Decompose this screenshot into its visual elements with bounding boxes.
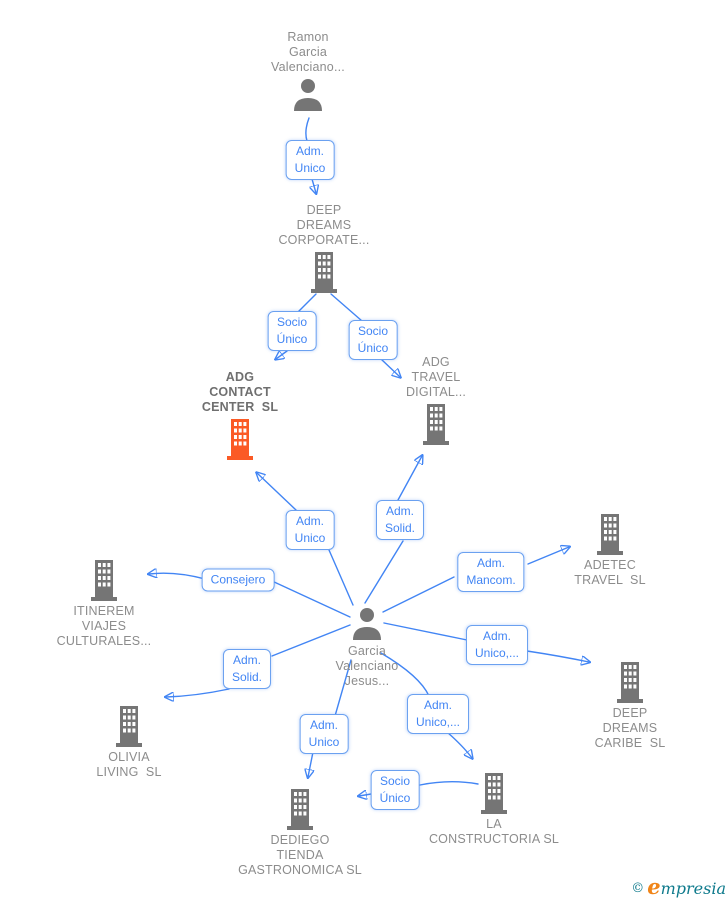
edge-admunico5-to-laconstructoria [446, 731, 472, 758]
building-icon [283, 788, 317, 830]
node-dediego-tienda[interactable]: DEDIEGO TIENDA GASTRONOMICA SL [220, 785, 380, 878]
edge-garcia-to-admsolid2 [271, 624, 351, 657]
building-icon [613, 661, 647, 703]
edge-label-adm-solid-olivia: Adm. Solid. [222, 649, 272, 689]
node-label: Ramon Garcia Valenciano... [271, 30, 345, 74]
node-garcia-valenciano-jesus[interactable]: Garcia Valenciano Jesus... [287, 604, 447, 689]
node-deep-dreams-corporate[interactable]: DEEP DREAMS CORPORATE... [244, 203, 404, 296]
edge-label-adm-unico-constructoria: Adm. Unico,... [406, 694, 470, 734]
node-label: LA CONSTRUCTORIA SL [428, 817, 560, 846]
node-label: Garcia Valenciano Jesus... [335, 644, 399, 688]
edge-sociounico2-to-adgtravel [380, 358, 400, 377]
node-label: ITINEREM VIAJES CULTURALES... [56, 604, 152, 648]
edge-admunico2-to-adgcontact [257, 473, 297, 511]
edge-admunico3-to-deepcaribe [526, 650, 589, 662]
edge-laconstructoria-to-sociounico3 [419, 781, 479, 786]
node-label: ADG TRAVEL DIGITAL... [405, 355, 467, 399]
node-ramon-garcia-valenciano[interactable]: Ramon Garcia Valenciano... [228, 30, 388, 115]
node-la-constructoria[interactable]: LA CONSTRUCTORIA SL [414, 769, 574, 847]
brand-text: mpresia [660, 879, 726, 898]
edge-label-adm-unico-caribe: Adm. Unico,... [465, 625, 529, 665]
node-label: DEEP DREAMS CARIBE SL [594, 706, 666, 750]
edge-admsolid2-to-olivia [166, 688, 230, 697]
edge-sociounico3-to-dediego [359, 794, 372, 796]
building-icon [112, 705, 146, 747]
node-adetec-travel[interactable]: ADETEC TRAVEL SL [530, 510, 690, 588]
node-label: ADETEC TRAVEL SL [574, 558, 646, 587]
person-icon [349, 607, 385, 641]
node-adg-travel-digital[interactable]: ADG TRAVEL DIGITAL... [356, 355, 516, 448]
building-icon-highlighted [223, 418, 257, 460]
edge-admunico-to-deepcorporate [312, 178, 316, 193]
node-itinerem-viajes[interactable]: ITINEREM VIAJES CULTURALES... [24, 556, 184, 649]
edge-garcia-to-consejero [271, 580, 351, 618]
empresia-watermark: ©empresia [631, 874, 726, 899]
edge-sociounico1-to-adgcontact [276, 350, 288, 359]
copyright-icon: © [631, 881, 645, 896]
edge-admunico4-to-dediego [308, 751, 313, 777]
edge-label-adm-unico-contact: Adm. Unico [285, 510, 335, 550]
node-label: DEEP DREAMS CORPORATE... [278, 203, 370, 247]
node-adg-contact-center[interactable]: ADG CONTACT CENTER SL [160, 370, 320, 463]
edge-deepcorporate-to-sociounico2 [330, 293, 363, 322]
edge-label-consejero-itinerem: Consejero [201, 568, 275, 592]
edge-label-adm-solid-travel: Adm. Solid. [375, 500, 425, 540]
edge-label-socio-unico-contact: Socio Único [267, 311, 317, 351]
building-icon [87, 559, 121, 601]
edge-garcia-to-admunico5 [380, 652, 430, 697]
edge-label-socio-unico-dediego: Socio Único [370, 770, 420, 810]
edge-garcia-to-admmancom [382, 576, 455, 613]
building-icon [307, 251, 341, 293]
building-icon [593, 513, 627, 555]
building-icon [477, 772, 511, 814]
node-deep-dreams-caribe[interactable]: DEEP DREAMS CARIBE SL [550, 658, 710, 751]
node-olivia-living[interactable]: OLIVIA LIVING SL [49, 702, 209, 780]
brand-initial: e [647, 874, 661, 899]
node-label: DEDIEGO TIENDA GASTRONOMICA SL [238, 833, 362, 877]
node-label: OLIVIA LIVING SL [96, 750, 162, 779]
edge-label-adm-unico-dediego: Adm. Unico [299, 714, 349, 754]
node-label: ADG CONTACT CENTER SL [201, 370, 279, 414]
edge-label-socio-unico-travel: Socio Único [348, 320, 398, 360]
edge-admsolid1-to-adgtravel [397, 456, 422, 501]
building-icon [419, 403, 453, 445]
edge-garcia-to-admunico3 [383, 622, 468, 641]
edge-garcia-to-admunico4 [334, 659, 352, 717]
edge-admmancom-to-adetec [527, 547, 569, 565]
edge-consejero-to-itinerem [149, 573, 206, 580]
edge-garcia-to-admunico2 [328, 549, 354, 606]
person-icon [290, 78, 326, 112]
edge-ramon-to-admunico [305, 117, 310, 142]
edge-garcia-to-admsolid1 [364, 540, 404, 604]
edge-label-adm-mancom-adetec: Adm. Mancom. [457, 552, 525, 592]
edge-deepcorporate-to-sociounico1 [297, 293, 317, 313]
edge-label-adm-unico-ramon: Adm. Unico [285, 140, 335, 180]
